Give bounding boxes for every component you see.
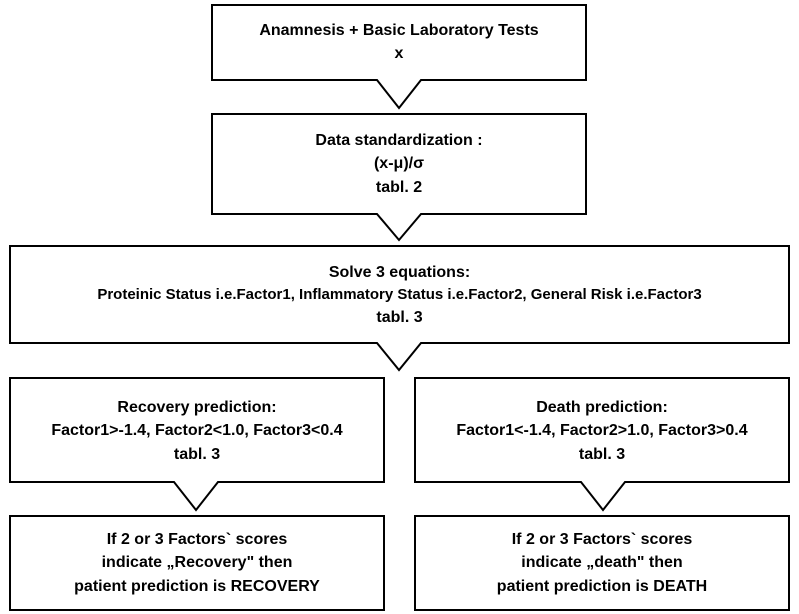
recovery-prediction-criteria: Factor1>-1.4, Factor2<1.0, Factor3<0.4 <box>51 422 343 440</box>
recovery-result-line1: If 2 or 3 Factors` scores <box>106 531 288 549</box>
anamnesis-text: Anamnesis + Basic Laboratory Tests x <box>212 9 586 75</box>
equations-factors: Proteinic Status i.e.Factor1, Inflammato… <box>97 286 702 304</box>
standardization-title: Data standardization : <box>315 132 483 150</box>
death-prediction-text: Death prediction: Factor1<-1.4, Factor2>… <box>415 384 789 478</box>
recovery-result-line2: indicate „Recovery" then <box>101 554 293 572</box>
standardization-table-ref: tabl. 2 <box>375 178 423 196</box>
recovery-prediction-text: Recovery prediction: Factor1>-1.4, Facto… <box>10 384 384 478</box>
equations-text: Solve 3 equations: Proteinic Status i.e.… <box>10 250 789 340</box>
death-result-text: If 2 or 3 Factors` scores indicate „deat… <box>415 518 789 608</box>
anamnesis-title: Anamnesis + Basic Laboratory Tests <box>259 21 539 39</box>
recovery-prediction-table-ref: tabl. 3 <box>173 445 221 463</box>
death-prediction-title: Death prediction: <box>536 399 668 417</box>
death-prediction-table-ref: tabl. 3 <box>578 445 626 463</box>
recovery-prediction-callout <box>9 377 385 512</box>
standardization-text: Data standardization : (x-μ)/σ tabl. 2 <box>212 118 586 210</box>
recovery-result-line3: patient prediction is RECOVERY <box>74 577 320 595</box>
equations-callout <box>9 245 790 372</box>
death-prediction-criteria: Factor1<-1.4, Factor2>1.0, Factor3>0.4 <box>456 422 748 440</box>
recovery-prediction-title: Recovery prediction: <box>117 399 277 417</box>
recovery-result-box <box>9 515 385 611</box>
equations-table-ref: tabl. 3 <box>376 308 423 326</box>
death-result-line1: If 2 or 3 Factors` scores <box>511 531 693 549</box>
death-result-line2: indicate „death" then <box>521 554 683 572</box>
standardization-formula: (x-μ)/σ <box>373 155 425 173</box>
death-prediction-callout <box>414 377 790 512</box>
standardization-callout <box>211 113 587 242</box>
anamnesis-callout <box>211 4 587 110</box>
death-result-line3: patient prediction is DEATH <box>496 577 708 595</box>
recovery-result-text: If 2 or 3 Factors` scores indicate „Reco… <box>10 518 384 608</box>
death-result-box <box>414 515 790 611</box>
anamnesis-variable: x <box>394 45 404 62</box>
equations-title: Solve 3 equations: <box>328 263 471 281</box>
